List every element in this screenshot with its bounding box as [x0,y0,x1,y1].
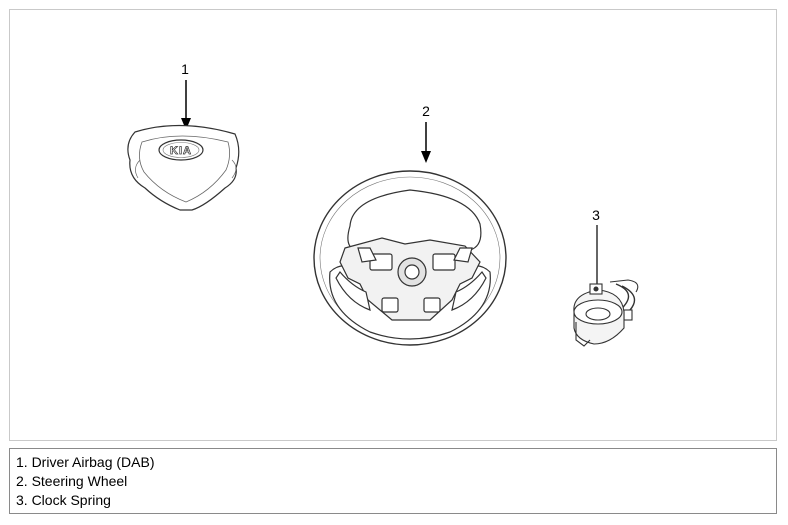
legend-item-1: 1. Driver Airbag (DAB) [16,454,155,470]
callout-2-arrowhead [421,151,431,163]
legend-table: 1. Driver Airbag (DAB) 2. Steering Wheel… [9,448,777,514]
driver-airbag: KIA [127,124,240,211]
parts-diagram: 1 KIA 2 [127,61,639,347]
legend-item-2: 2. Steering Wheel [16,473,128,489]
callout-1-arrowhead [181,118,191,130]
clock-spring [573,279,639,347]
steering-wheel [313,170,507,346]
callout-2-number: 2 [422,103,430,119]
legend-item-3: 3. Clock Spring [16,492,111,508]
diagram-panel: 1 KIA 2 [9,9,777,441]
callout-3-number: 3 [592,207,600,223]
airbag-logo-text: KIA [170,145,192,157]
callout-1-number: 1 [181,61,189,77]
